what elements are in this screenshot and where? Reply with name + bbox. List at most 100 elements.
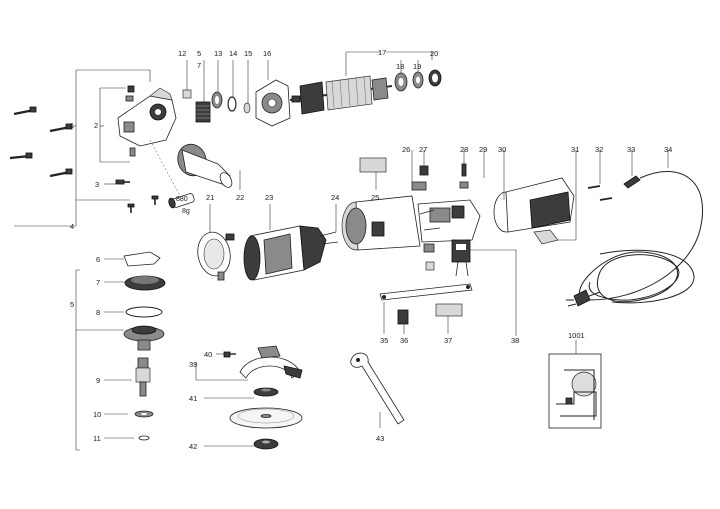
switch-assembly (417, 199, 481, 243)
washer-8 (125, 306, 163, 318)
screw-32a (587, 185, 601, 189)
label-8: 8 (96, 308, 100, 317)
label-29: 29 (479, 145, 487, 154)
spindle-9 (135, 357, 151, 397)
grease-tube (168, 193, 195, 209)
armature-17 (289, 75, 393, 115)
washer-10 (134, 410, 154, 418)
housing-spring (125, 95, 134, 102)
label-6: 6 (96, 255, 100, 264)
spanner-43 (350, 352, 405, 425)
label-16: 16 (263, 49, 271, 58)
label-43: 43 (376, 434, 384, 443)
label-18: 18 (396, 62, 404, 71)
label-31: 31 (571, 145, 579, 154)
housing-plug (129, 147, 136, 157)
stator-23 (243, 225, 339, 281)
circlip-11 (138, 435, 150, 441)
bearing-12 (182, 89, 192, 99)
label-13: 13 (214, 49, 222, 58)
label-3: 3 (95, 180, 99, 189)
bearing-13 (211, 91, 223, 109)
pin-28 (461, 163, 467, 177)
label-36: 36 (400, 336, 408, 345)
label-2: 2 (94, 121, 98, 130)
label-plate-25 (359, 157, 387, 173)
rubber-ring-20 (428, 69, 442, 87)
bracket-35 (379, 283, 473, 301)
label-28: 28 (460, 145, 468, 154)
label-9: 9 (96, 376, 100, 385)
label-42: 42 (189, 442, 197, 451)
label-27: 27 (419, 145, 427, 154)
bearing-18 (394, 72, 408, 92)
label-14: 14 (229, 49, 237, 58)
label-37: 37 (444, 336, 452, 345)
label-21: 21 (206, 193, 214, 202)
pinion-gear-7 (195, 101, 211, 123)
label-12: 12 (178, 49, 186, 58)
guard-21 (197, 231, 235, 281)
power-cord-34 (566, 171, 703, 307)
inset-box-1001 (548, 353, 602, 429)
gear-head-housing (117, 87, 177, 147)
label-35: 35 (380, 336, 388, 345)
label-40: 40 (204, 350, 212, 359)
label-15: 15 (244, 49, 252, 58)
grease-code-label: 880 (176, 196, 188, 203)
label-5-left: 5 (70, 300, 74, 309)
label-39: 39 (189, 360, 197, 369)
label-32: 32 (595, 145, 603, 154)
label-22: 22 (236, 193, 244, 202)
circlip-14 (227, 96, 237, 112)
screw-1b (49, 123, 73, 133)
bearing-19 (412, 71, 424, 89)
motor-housing-24 (341, 195, 421, 251)
rear-cover-30 (493, 177, 575, 245)
housing-pin (127, 85, 135, 93)
label-34: 34 (664, 145, 672, 154)
grinding-disc (229, 407, 303, 429)
grease-amount-label: 8g (182, 208, 190, 215)
label-1001: 1001 (568, 331, 585, 340)
label-11: 11 (93, 434, 101, 443)
label-26: 26 (402, 145, 410, 154)
washer-15 (243, 102, 251, 114)
switch-knob-36 (397, 309, 409, 325)
label-4: 4 (70, 222, 74, 231)
label-7-left: 7 (96, 278, 100, 287)
label-17: 17 (378, 48, 386, 57)
screw-small-b (151, 195, 159, 205)
bearing-plate-16 (255, 79, 291, 127)
label-10: 10 (93, 410, 101, 419)
part-37-small (423, 243, 435, 253)
label-25: 25 (371, 193, 379, 202)
screw-40 (223, 351, 236, 358)
part-26 (411, 181, 427, 191)
electronic-module-38 (451, 239, 471, 277)
wheel-guard-39 (239, 345, 303, 379)
wheel-guard-22 (177, 143, 233, 188)
bearing-flange (123, 325, 165, 351)
carbon-brush-27 (419, 165, 429, 176)
cable-sleeve-33 (623, 175, 641, 189)
label-37 (435, 303, 463, 317)
part-29 (459, 181, 469, 189)
label-38: 38 (511, 336, 519, 345)
label-7-top: 7 (197, 61, 201, 70)
flange-nut-42 (253, 438, 279, 450)
screw-1a (13, 106, 37, 116)
screw-1c (9, 152, 33, 160)
label-20: 20 (430, 49, 438, 58)
label-5-top: 5 (197, 49, 201, 58)
label-33: 33 (627, 145, 635, 154)
label-24: 24 (331, 193, 339, 202)
label-41: 41 (189, 394, 197, 403)
label-30: 30 (498, 145, 506, 154)
label-19: 19 (413, 62, 421, 71)
screw-1d (49, 168, 73, 178)
part-small-b (425, 261, 435, 271)
screw-32b (599, 197, 613, 201)
label-1: 1 (70, 121, 74, 130)
